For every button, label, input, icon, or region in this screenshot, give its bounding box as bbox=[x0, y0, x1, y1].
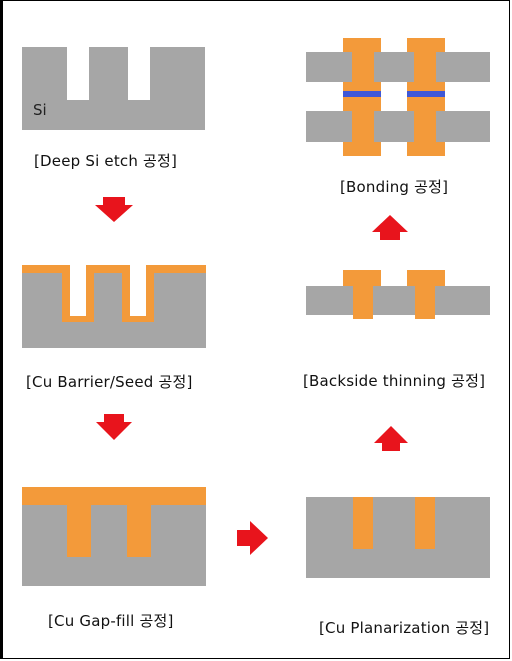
silicon-substrate bbox=[306, 497, 490, 578]
upper-silicon-layer bbox=[306, 52, 490, 82]
caption-backside-thinning: [Backside thinning 공정] bbox=[303, 372, 486, 390]
caption-bonding: [Bonding 공정] bbox=[340, 178, 449, 196]
arrow-down bbox=[95, 197, 133, 222]
copper-overburden-layer bbox=[22, 487, 206, 505]
silicon-substrate bbox=[306, 286, 490, 315]
copper-via bbox=[415, 286, 435, 319]
lower-silicon-layer bbox=[306, 111, 490, 142]
silicon-substrate bbox=[22, 47, 205, 130]
step-backside-thinning-illustration bbox=[306, 270, 490, 319]
arrow-down bbox=[96, 414, 132, 440]
silicon-substrate bbox=[22, 505, 206, 586]
copper-seed-layer bbox=[22, 265, 206, 322]
step-cu-planarization-illustration bbox=[306, 497, 490, 578]
copper-via bbox=[353, 497, 373, 549]
copper-via-cap bbox=[343, 142, 381, 156]
copper-via-cap bbox=[343, 270, 381, 286]
step-bonding-illustration bbox=[306, 38, 490, 156]
arrow-right bbox=[237, 521, 268, 555]
step-cu-barrier-seed-illustration bbox=[22, 265, 206, 348]
caption-cu-barrier-seed: [Cu Barrier/Seed 공정] bbox=[26, 373, 193, 391]
copper-via bbox=[353, 286, 373, 319]
copper-via-cap bbox=[407, 270, 445, 286]
caption-cu-planarization: [Cu Planarization 공정] bbox=[319, 619, 490, 637]
caption-cu-gap-fill: [Cu Gap-fill 공정] bbox=[48, 612, 174, 630]
copper-via-cap bbox=[343, 38, 381, 52]
copper-via-cap bbox=[407, 38, 445, 52]
copper-via-cap bbox=[407, 142, 445, 156]
caption-deep-si-etch: [Deep Si etch 공정] bbox=[34, 152, 178, 170]
bonding-interface bbox=[343, 91, 381, 97]
silicon-label: Si bbox=[33, 101, 47, 119]
copper-via bbox=[127, 505, 151, 557]
step-deep-si-etch-illustration bbox=[22, 47, 205, 130]
bonding-interface bbox=[407, 91, 445, 97]
arrow-up bbox=[372, 215, 408, 240]
copper-via bbox=[67, 505, 91, 557]
arrow-up bbox=[374, 426, 408, 451]
step-cu-gap-fill-illustration bbox=[22, 487, 206, 586]
silicon-substrate bbox=[22, 273, 206, 348]
copper-via bbox=[415, 497, 435, 549]
